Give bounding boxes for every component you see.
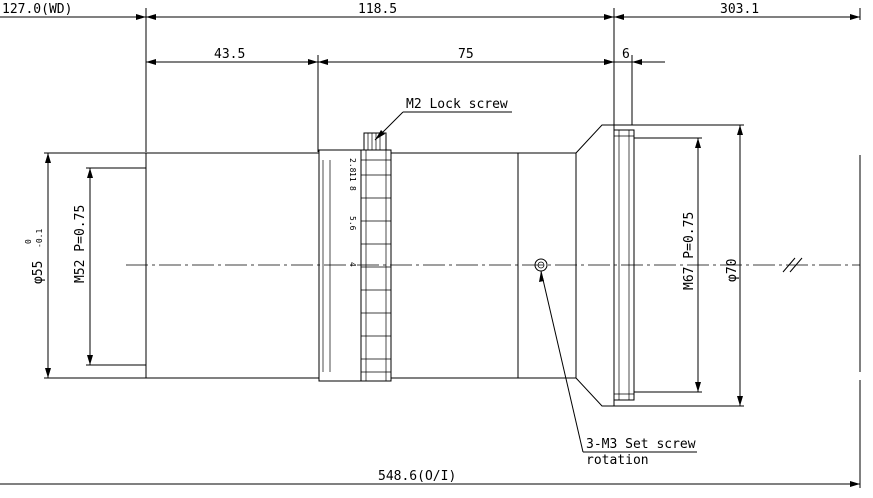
rear-thread-label: M67 P=0.75 — [682, 212, 697, 290]
front-tolerance-upper: 0 — [24, 239, 33, 244]
rear-flare — [575, 124, 615, 407]
lens-length-label: 118.5 — [358, 2, 397, 17]
front-thread-label: M52 P=0.75 — [73, 205, 88, 283]
front-barrel — [145, 152, 320, 379]
lens-body — [145, 124, 635, 407]
working-distance-label: 127.0(WD) — [2, 2, 72, 17]
front-diameter-label: φ55 — [31, 261, 46, 284]
rear-thread-dimension: M67 P=0.75 — [634, 137, 702, 393]
flange-label: 6 — [622, 47, 630, 62]
set-screw: 3-M3 Set screw rotation — [534, 258, 697, 468]
overall-length-label: 548.6(O/I) — [378, 469, 456, 484]
top-dimension-row: 127.0(WD) 118.5 303.1 — [0, 2, 861, 152]
aperture-mark-3: 8 — [348, 186, 357, 191]
aperture-mark-2: 11 — [348, 172, 357, 182]
lock-screw: M2 Lock screw — [363, 97, 512, 151]
focus-ring-knurling — [361, 150, 391, 381]
second-dimension-row: 43.5 75 6 — [146, 47, 665, 152]
front-thread-dimension: M52 P=0.75 — [73, 167, 146, 366]
main-barrel — [390, 152, 519, 379]
lock-screw-callout: M2 Lock screw — [406, 97, 508, 112]
front-section-label: 43.5 — [214, 47, 245, 62]
rear-extension-label: 303.1 — [720, 2, 759, 17]
set-screw-callout-line1: 3-M3 Set screw — [586, 437, 696, 452]
set-screw-callout-line2: rotation — [586, 453, 649, 468]
axis-break-mark — [782, 257, 803, 273]
aperture-mark-1: 2.8 — [348, 158, 357, 173]
lock-screw-head — [363, 132, 387, 151]
front-diameter-dimension: φ55 0 -0.1 — [24, 152, 146, 379]
front-tolerance-lower: -0.1 — [35, 229, 44, 248]
aperture-mark-5: 4 — [348, 262, 357, 267]
rear-mount — [613, 129, 635, 401]
middle-section-label: 75 — [458, 47, 474, 62]
aperture-scale: 2.8 11 8 5.6 4 — [322, 158, 357, 372]
aperture-mark-4: 5.6 — [348, 216, 357, 231]
focus-ring — [360, 149, 392, 382]
overall-dimension: 548.6(O/I) — [0, 469, 860, 487]
rear-diameter-label: φ70 — [725, 259, 740, 282]
rear-diameter-dimension: φ70 — [614, 124, 744, 407]
